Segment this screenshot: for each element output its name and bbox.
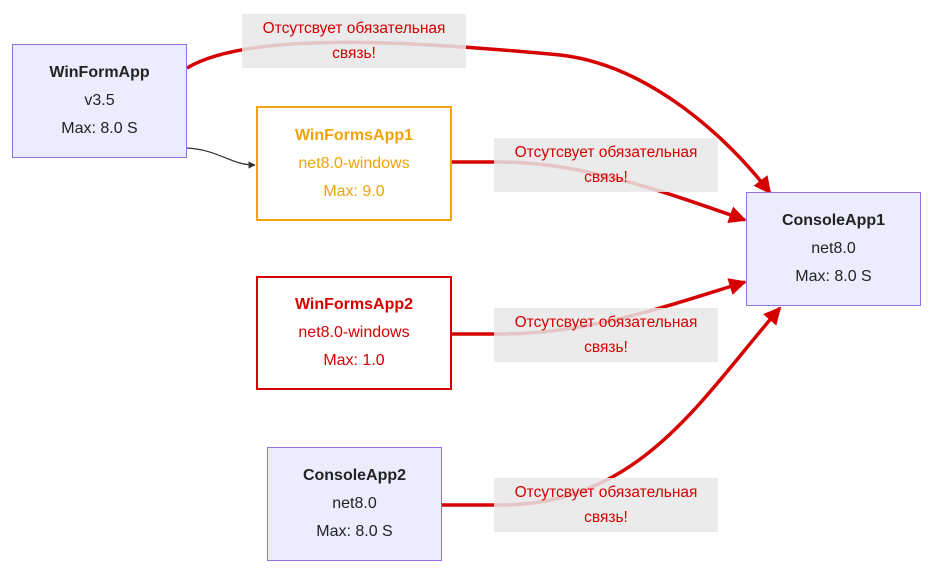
node-consoleapp2[interactable]: ConsoleApp2 net8.0 Max: 8.0 S bbox=[267, 447, 442, 561]
node-framework: v3.5 bbox=[84, 92, 115, 109]
node-framework: net8.0-windows bbox=[298, 324, 410, 341]
node-max-version: Max: 8.0 S bbox=[795, 268, 872, 285]
node-winformsapp2[interactable]: WinFormsApp2 net8.0-windows Max: 1.0 bbox=[256, 276, 452, 390]
edge-winformapp-winformsapp1 bbox=[186, 147, 256, 169]
node-max-version: Max: 1.0 bbox=[323, 352, 385, 369]
node-consoleapp1[interactable]: ConsoleApp1 net8.0 Max: 8.0 S bbox=[746, 192, 921, 306]
node-title: WinFormApp bbox=[49, 64, 150, 81]
edge-label-winformsapp1-consoleapp1: Отсутсвует обязательная связь! bbox=[494, 138, 718, 192]
edge-label-winformapp-consoleapp1: Отсутсвует обязательная связь! bbox=[242, 14, 466, 68]
node-framework: net8.0 bbox=[811, 240, 856, 257]
node-winformsapp1[interactable]: WinFormsApp1 net8.0-windows Max: 9.0 bbox=[256, 106, 452, 221]
node-title: WinFormsApp1 bbox=[294, 126, 414, 144]
edge-label-consoleapp2-consoleapp1: Отсутсвует обязательная связь! bbox=[494, 478, 718, 532]
node-title: ConsoleApp2 bbox=[302, 467, 407, 484]
node-winformapp[interactable]: WinFormApp v3.5 Max: 8.0 S bbox=[12, 44, 187, 158]
edge-label-winformsapp2-consoleapp1: Отсутсвует обязательная связь! bbox=[494, 308, 718, 362]
node-framework: net8.0 bbox=[332, 495, 377, 512]
node-max-version: Max: 9.0 bbox=[323, 182, 385, 200]
node-max-version: Max: 8.0 S bbox=[61, 120, 138, 137]
node-max-version: Max: 8.0 S bbox=[316, 523, 393, 540]
node-title: WinFormsApp2 bbox=[294, 296, 414, 313]
node-framework: net8.0-windows bbox=[298, 154, 410, 172]
node-title: ConsoleApp1 bbox=[781, 212, 886, 229]
